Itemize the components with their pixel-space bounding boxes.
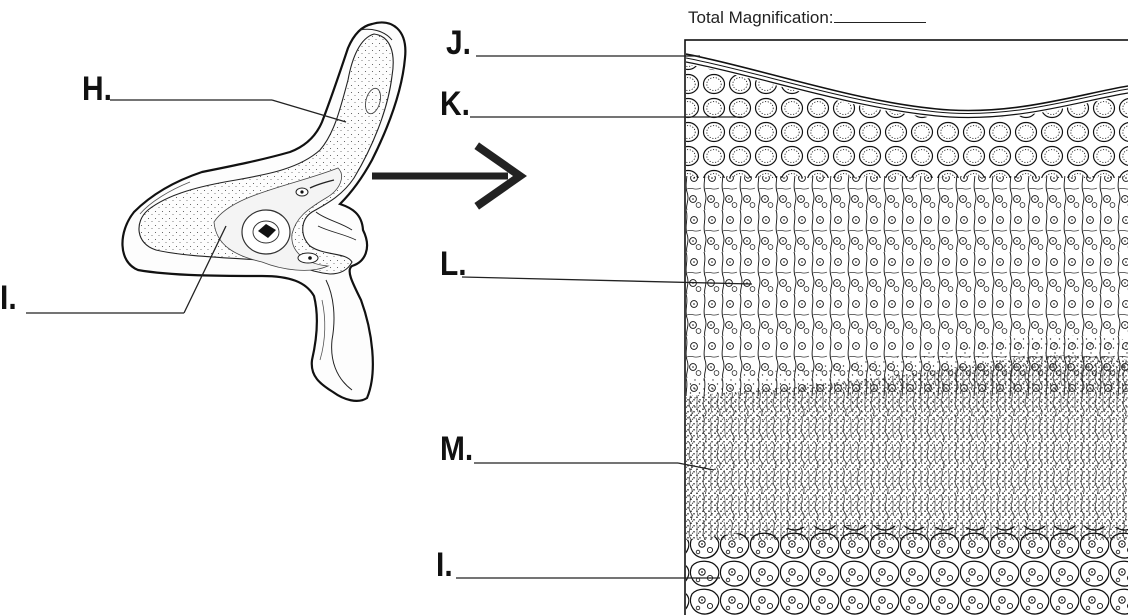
micrograph-panel [686, 40, 1128, 615]
label-h: H. [82, 72, 112, 106]
label-i-left: I. [0, 281, 17, 315]
medulla-tissue [686, 525, 1128, 615]
label-l: L. [440, 247, 467, 281]
magnify-arrow [372, 148, 520, 204]
small-vessel [298, 253, 318, 263]
label-k: K. [440, 87, 470, 121]
label-m: M. [440, 432, 473, 466]
label-i-right: I. [436, 548, 453, 582]
gland-cross-section [122, 22, 405, 400]
label-j: J. [446, 26, 471, 60]
